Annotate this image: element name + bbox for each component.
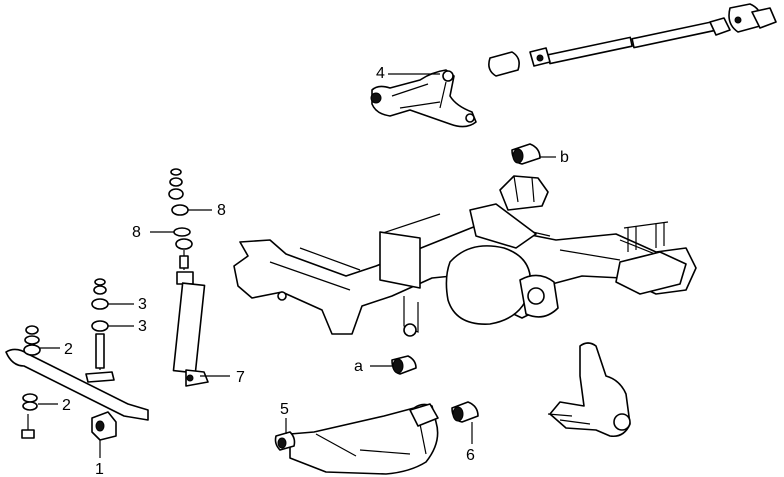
bushing-a: a — [354, 355, 417, 375]
drive-shaft — [488, 3, 777, 77]
callout-3-lower: 3 — [138, 318, 147, 335]
shock-absorber: 7 8 8 — [132, 168, 245, 387]
callout-8-upper: 8 — [217, 202, 226, 219]
callout-3-upper: 3 — [138, 296, 147, 313]
callout-7: 7 — [236, 369, 245, 386]
callout-b: b — [560, 149, 569, 166]
callout-4: 4 — [376, 65, 385, 82]
front-crossmember — [233, 203, 697, 337]
callout-5: 5 — [280, 401, 289, 418]
mount-bracket — [499, 175, 549, 211]
stabilizer-bar: 2 2 1 — [5, 325, 149, 477]
callout-2-lower: 2 — [62, 397, 71, 414]
callout-1: 1 — [95, 461, 104, 477]
callout-8-lower: 8 — [132, 224, 141, 241]
upper-control-arm: 4 — [370, 65, 477, 128]
steering-knuckle — [547, 342, 631, 438]
stabilizer-link: 3 3 — [85, 278, 147, 383]
callout-6: 6 — [466, 447, 475, 464]
bushing-b: b — [511, 143, 569, 166]
callout-a: a — [354, 358, 363, 375]
bushing-6: 6 — [451, 401, 479, 464]
callout-2-upper: 2 — [64, 341, 73, 358]
lower-control-arm: 5 — [274, 401, 439, 475]
